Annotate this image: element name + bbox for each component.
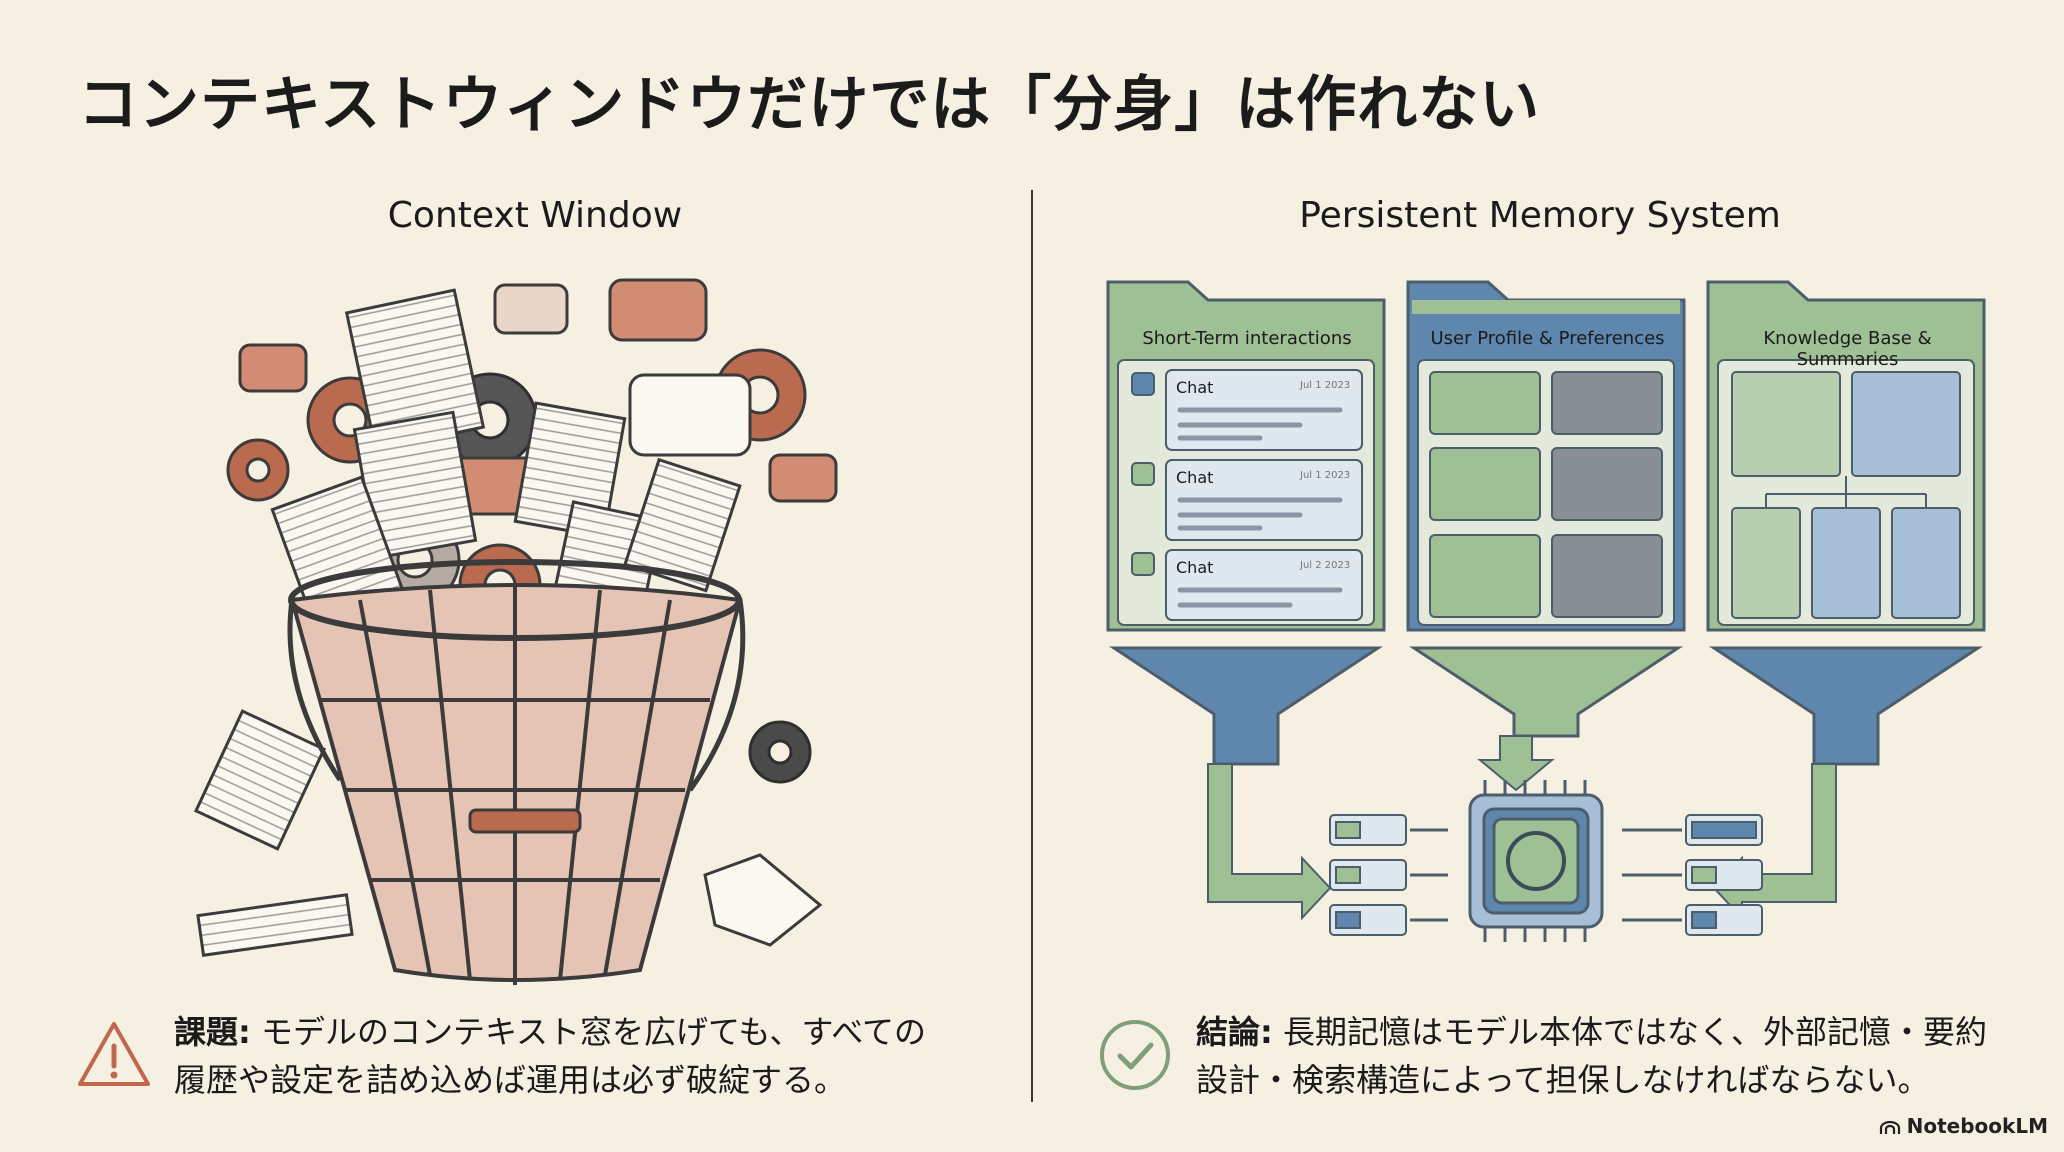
- right-caption-line2: 設計・検索構造によって担保しなければならない。: [1196, 1061, 1930, 1099]
- right-caption-line1: 長期記憶はモデル本体ではなく、外部記憶・要約: [1272, 1013, 1987, 1051]
- speech-bubble-icon: [238, 278, 838, 516]
- brand-name: NotebookLM: [1906, 1114, 2048, 1138]
- basket-label-plate: [468, 808, 582, 834]
- right-panel-heading: Persistent Memory System: [1299, 195, 1781, 236]
- folder-label-knowledge-base: Knowledge Base & Summaries: [1763, 328, 1932, 370]
- right-caption-label: 結論:: [1196, 1013, 1273, 1051]
- gear-icon: [226, 438, 290, 502]
- gear-icon: [748, 720, 812, 784]
- module-arrows: [1410, 828, 1682, 922]
- chat-card-date: Jul 2 2023: [1300, 560, 1351, 571]
- page-title: コンテキストウィンドウだけでは「分身」は作れない: [78, 70, 1541, 140]
- warning-icon: [78, 1022, 150, 1086]
- brand-watermark: NotebookLM: [1879, 1114, 2048, 1138]
- chat-card-label: Chat: [1176, 378, 1214, 397]
- chat-card-date: Jul 1 2023: [1300, 380, 1351, 391]
- notebooklm-logo-icon: [1879, 1120, 1900, 1134]
- overflowing-basket-illustration: [193, 278, 838, 985]
- openai-logo-icon: [1506, 831, 1566, 891]
- memory-modules: [1329, 814, 1763, 936]
- center-divider: [1031, 190, 1033, 1102]
- chip-pins: [1483, 780, 1587, 942]
- memory-system-illustration: [1106, 280, 1986, 942]
- left-caption-line1: モデルのコンテキスト窓を広げても、すべての: [250, 1013, 926, 1051]
- left-caption: 課題: モデルのコンテキスト窓を広げても、すべての 履歴や設定を詰め込めば運用は…: [174, 1008, 926, 1104]
- processor-chip: [1468, 793, 1604, 929]
- left-panel-heading: Context Window: [387, 195, 683, 236]
- left-caption-label: 課題:: [174, 1013, 251, 1051]
- check-circle-icon: [1100, 1020, 1170, 1090]
- chat-card-label: Chat: [1176, 468, 1214, 487]
- chat-card-label: Chat: [1176, 558, 1214, 577]
- right-caption: 結論: 長期記憶はモデル本体ではなく、外部記憶・要約 設計・検索構造によって担保…: [1196, 1008, 1987, 1104]
- folder-label-user-profile: User Profile & Preferences: [1430, 328, 1665, 349]
- folder-label-short-term: Short-Term interactions: [1142, 328, 1352, 349]
- left-caption-line2: 履歴や設定を詰め込めば運用は必ず破綻する。: [174, 1061, 847, 1099]
- funnels: [1109, 646, 1983, 766]
- chat-card-date: Jul 1 2023: [1300, 470, 1351, 481]
- wire-basket: [287, 559, 746, 985]
